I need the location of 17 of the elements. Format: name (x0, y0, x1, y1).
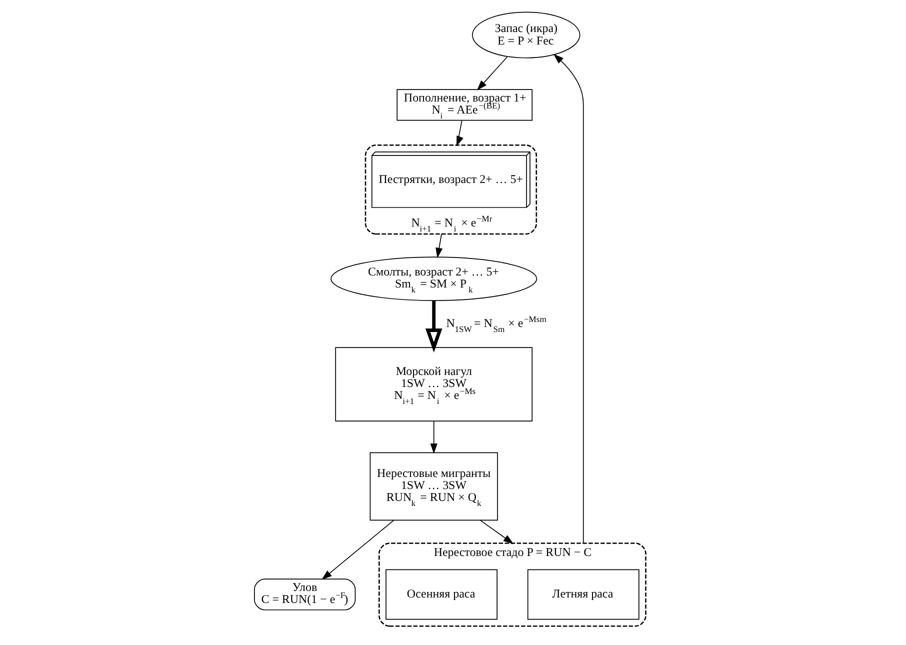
node-box: Морской нагул 1SW … 3SW N$_{i+1}$ = N$_{i}$ × e$^{−Ms}$ (334, 347, 532, 422)
arrow (321, 520, 394, 580)
node-box: Пополнение, возраст 1+ N$_{i}$ = AEe$^{−(BE)}$ (396, 89, 532, 121)
node-box: Улов C = RUN(1 − e$^{−F}$) (254, 578, 356, 610)
node-box: Нерестовые мигранты 1SW … 3SW RUN$_{k}$ = RUN × Q$_{k}$ (369, 452, 498, 521)
arrow (552, 54, 584, 544)
node-ellipse: Запас (икра) E = P × Fec (471, 12, 580, 58)
node-box: Летняя раса (526, 569, 639, 620)
arrow (430, 420, 437, 454)
arrow (435, 234, 442, 258)
arrow (424, 300, 442, 353)
arrow (456, 120, 463, 146)
node-ellipse: Смолты, возраст 2+ … 5+ Sm$_{k}$ = SM × P$_{k}$ (330, 256, 537, 301)
node-box: Осенняя раса (385, 569, 497, 620)
arrow (476, 56, 508, 90)
arrow (479, 520, 514, 544)
edge-label: N$_{1SW}$ = N$_{Sm}$ × e$^{−Msm}$ (446, 314, 546, 334)
